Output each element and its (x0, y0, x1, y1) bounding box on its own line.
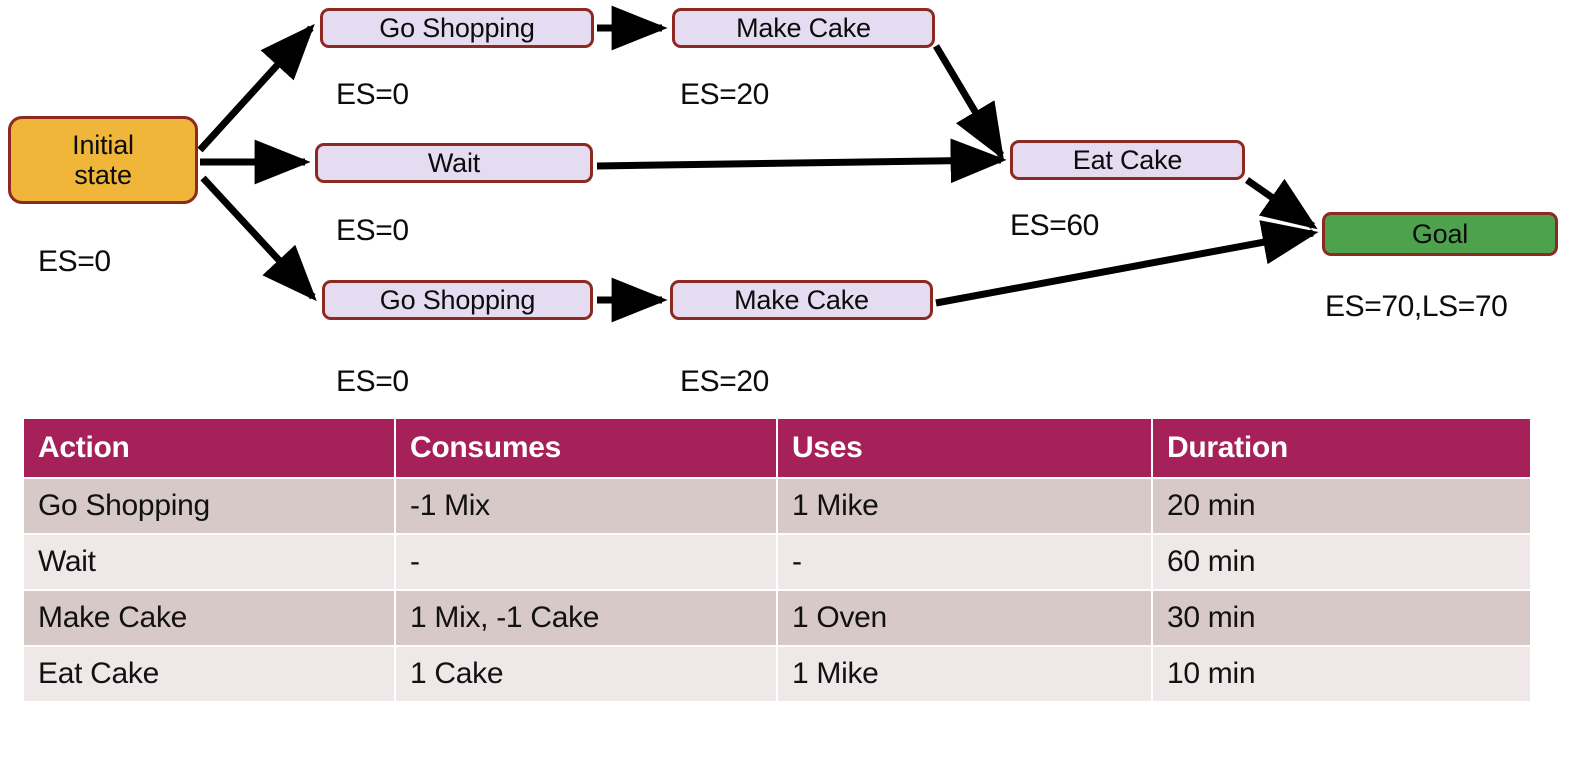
es-label-go-shopping-bottom: ES=0 (336, 365, 409, 398)
node-initial-state-line1: Initial (72, 129, 134, 160)
column-header-consumes[interactable]: Consumes (396, 419, 776, 477)
node-make-cake-top[interactable]: Make Cake (672, 8, 935, 48)
edge-wait-to-eat-cake (596, 138, 1007, 184)
cell-consumes: 1 Mix, -1 Cake (396, 591, 776, 645)
node-goal[interactable]: Goal (1322, 212, 1558, 256)
cell-action: Eat Cake (24, 647, 394, 701)
cell-action: Wait (24, 535, 394, 589)
cell-consumes: -1 Mix (396, 479, 776, 533)
table-row: Make Cake 1 Mix, -1 Cake 1 Oven 30 min (24, 591, 1530, 645)
node-wait[interactable]: Wait (315, 143, 593, 183)
table-row: Eat Cake 1 Cake 1 Mike 10 min (24, 647, 1530, 701)
node-go-shopping-top[interactable]: Go Shopping (320, 8, 594, 48)
es-label-eat-cake: ES=60 (1010, 209, 1099, 242)
column-header-duration[interactable]: Duration (1153, 419, 1530, 477)
cell-uses: 1 Oven (778, 591, 1151, 645)
cell-duration: 30 min (1153, 591, 1530, 645)
edge-eat-cake-to-goal (1244, 177, 1318, 230)
cell-uses: 1 Mike (778, 479, 1151, 533)
node-initial-state-line2: state (74, 160, 132, 190)
cell-duration: 10 min (1153, 647, 1530, 701)
table-header-row: Action Consumes Uses Duration (24, 419, 1530, 477)
table-row: Go Shopping -1 Mix 1 Mike 20 min (24, 479, 1530, 533)
plan-graph-diagram: Initial state Go Shopping Make Cake Wait… (8, 5, 1558, 398)
es-label-make-cake-top: ES=20 (680, 78, 769, 111)
edge-initial-to-shop-bottom (200, 175, 317, 302)
edge-cake-top-to-eat-cake (932, 44, 1005, 160)
table-row: Wait - - 60 min (24, 535, 1530, 589)
es-label-initial-state: ES=0 (38, 245, 111, 278)
column-header-uses[interactable]: Uses (778, 419, 1151, 477)
column-header-action[interactable]: Action (24, 419, 394, 477)
cell-action: Go Shopping (24, 479, 394, 533)
cell-uses: - (778, 535, 1151, 589)
node-initial-state[interactable]: Initial state (8, 116, 198, 204)
node-make-cake-bottom[interactable]: Make Cake (670, 280, 933, 320)
es-label-make-cake-bottom: ES=20 (680, 365, 769, 398)
node-go-shopping-bottom[interactable]: Go Shopping (322, 280, 593, 320)
cell-duration: 20 min (1153, 479, 1530, 533)
cell-consumes: - (396, 535, 776, 589)
node-eat-cake[interactable]: Eat Cake (1010, 140, 1245, 180)
es-label-wait: ES=0 (336, 214, 409, 247)
edge-initial-to-shop-top (197, 23, 315, 153)
edge-layer (197, 5, 1319, 323)
edge-cake-bottom-to-goal (935, 220, 1319, 307)
cell-consumes: 1 Cake (396, 647, 776, 701)
cell-uses: 1 Mike (778, 647, 1151, 701)
es-label-goal: ES=70,LS=70 (1325, 290, 1508, 323)
action-table: Action Consumes Uses Duration Go Shoppin… (22, 417, 1532, 703)
es-label-go-shopping-top: ES=0 (336, 78, 409, 111)
cell-action: Make Cake (24, 591, 394, 645)
cell-duration: 60 min (1153, 535, 1530, 589)
